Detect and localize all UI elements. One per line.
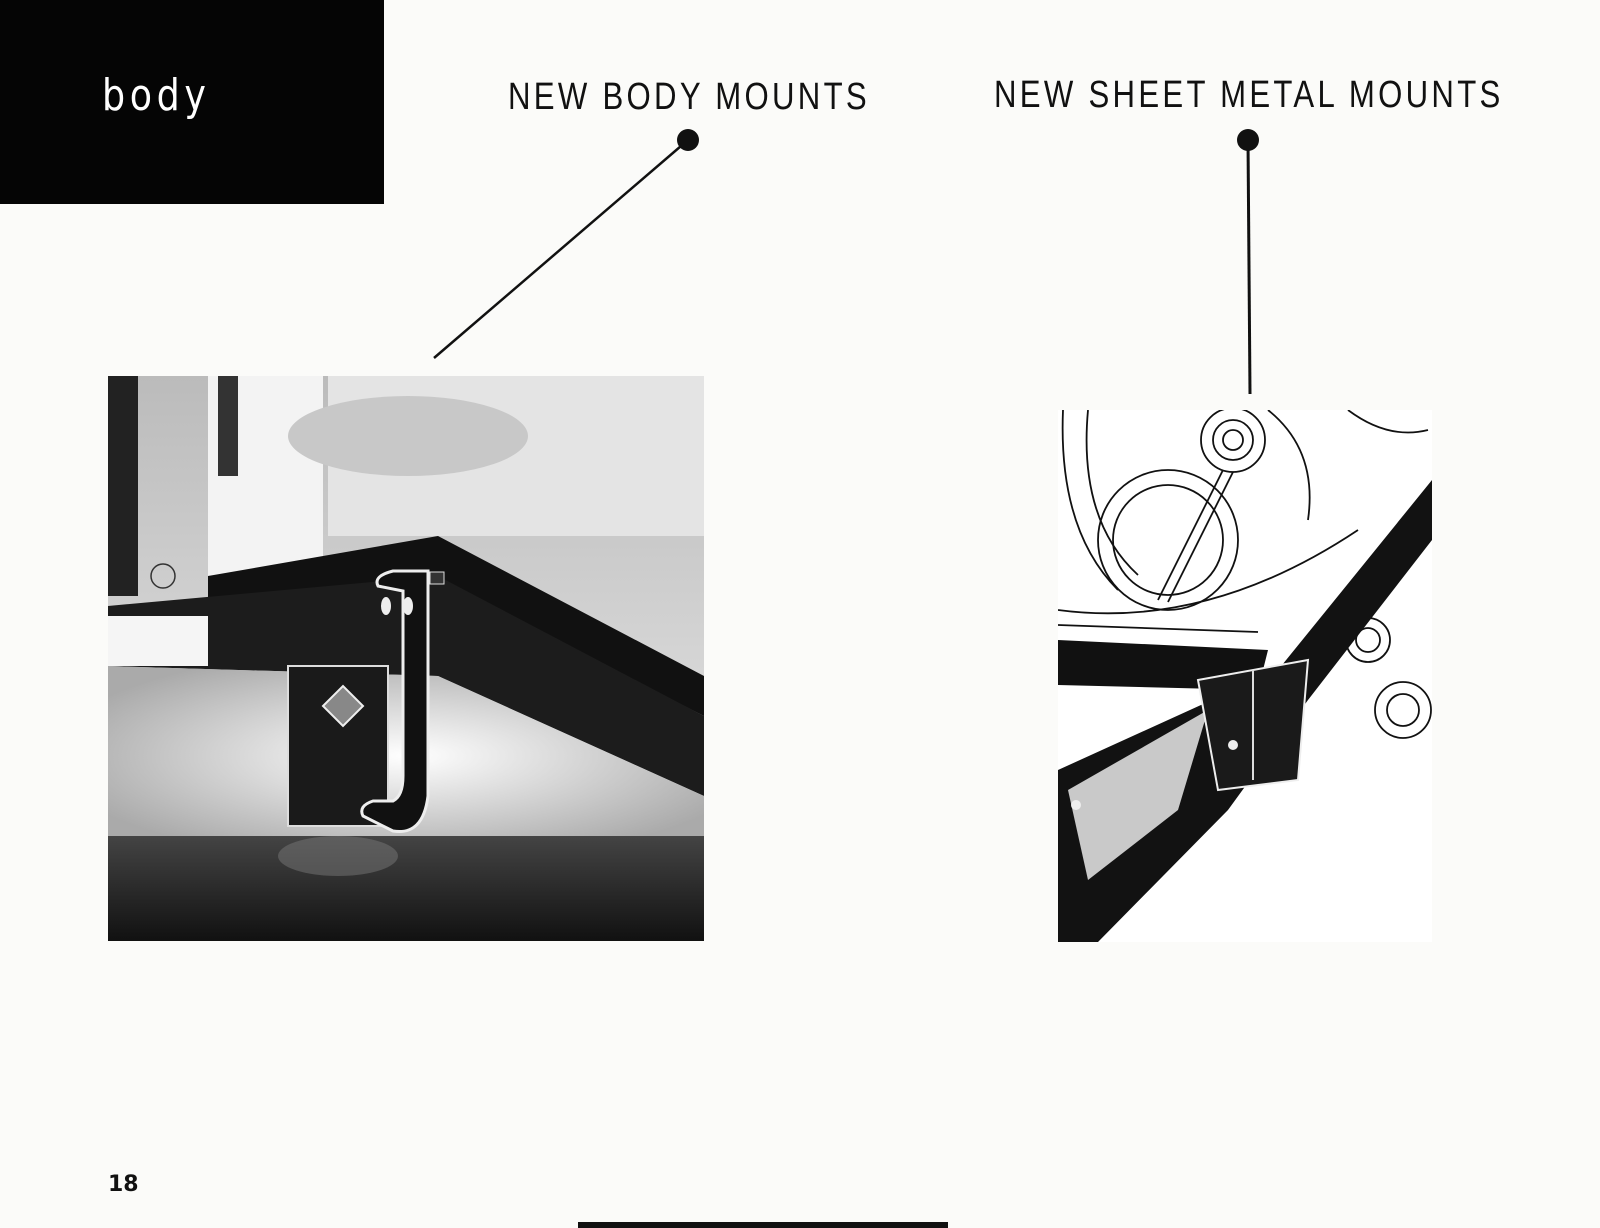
bottom-rule (578, 1222, 948, 1228)
leader-dot-body-mounts (677, 129, 699, 151)
callout-title-body-mounts: NEW BODY MOUNTS (508, 76, 870, 118)
leader-line-sheet-metal-mounts (1246, 139, 1252, 395)
sheet-metal-mount-image (1058, 410, 1432, 942)
leader-dot-sheet-metal-mounts (1237, 129, 1259, 151)
body-mount-image (108, 376, 704, 941)
body-mount-photo (108, 376, 704, 941)
leader-line-body-mounts (433, 139, 689, 359)
sheet-metal-mount-illustration (1058, 410, 1432, 942)
page-number: 18 (108, 1172, 139, 1197)
section-label: body (102, 70, 211, 121)
callout-title-sheet-metal-mounts: NEW SHEET METAL MOUNTS (994, 74, 1504, 116)
section-tab: body (0, 0, 384, 204)
